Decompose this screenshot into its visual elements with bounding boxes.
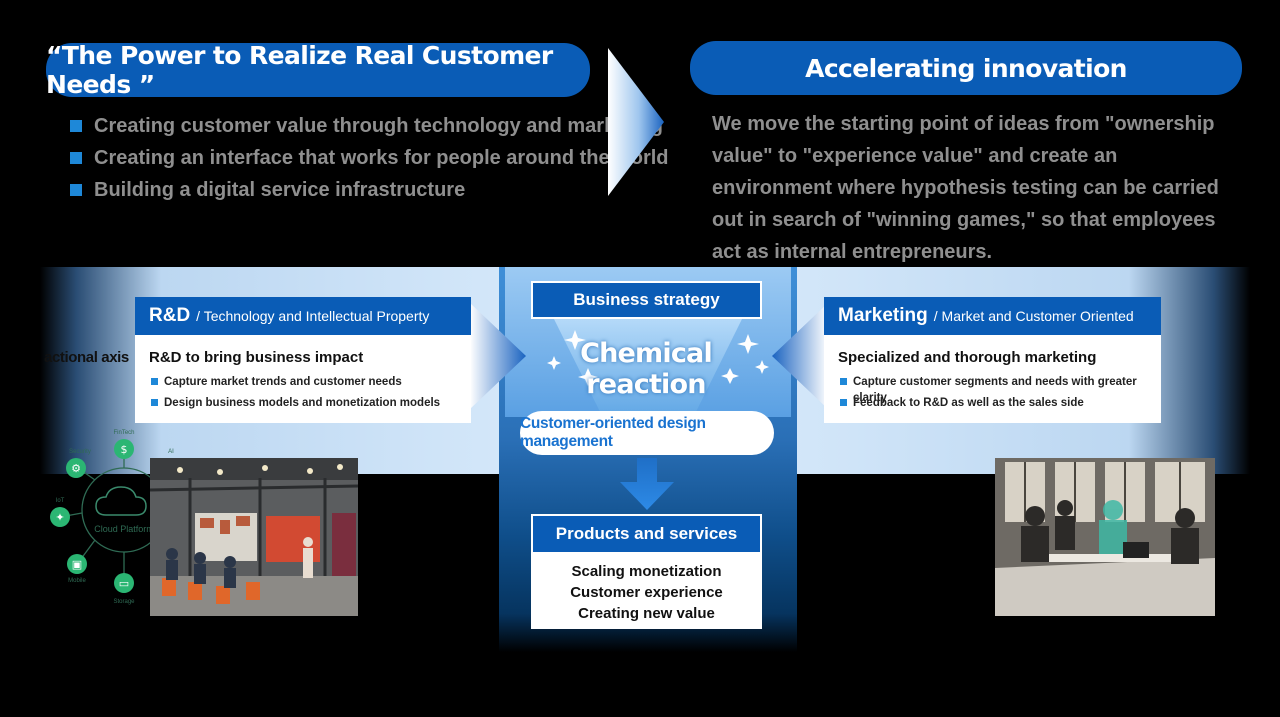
svg-text:▣: ▣ (72, 558, 82, 571)
rd-card-list: Capture market trends and customer needs… (135, 374, 471, 416)
bullet-text: Creating customer value through technolo… (94, 115, 663, 137)
innovation-paragraph: We move the starting point of ideas from… (712, 113, 1219, 263)
marketing-card-header: Marketing / Market and Customer Oriented (824, 297, 1161, 335)
presentation-room-photo (150, 458, 358, 616)
node-label: Mobile (68, 578, 86, 584)
node-label: Storage (113, 599, 135, 605)
node-label: AI (168, 449, 174, 455)
square-bullet-icon (70, 120, 82, 132)
square-bullet-icon (70, 152, 82, 164)
needs-bullet: Creating customer value through technolo… (70, 112, 669, 144)
rd-card-header: R&D / Technology and Intellectual Proper… (135, 297, 471, 335)
big-chevron-arrow-icon (608, 48, 664, 196)
list-item: Capture customer segments and needs with… (840, 374, 1161, 404)
list-item-text: Capture market trends and customer needs (164, 376, 402, 388)
list-item: Design business models and monetization … (151, 395, 471, 416)
chemical-reaction-label: Chemical reaction (580, 338, 713, 400)
mobile-node-icon (67, 554, 87, 574)
square-bullet-icon (840, 378, 847, 385)
innovation-title-pill: Accelerating innovation (690, 41, 1242, 95)
rd-head-subtitle: / Technology and Intellectual Property (196, 308, 430, 324)
needs-bullet: Building a digital service infrastructur… (70, 176, 669, 208)
fintech-node-icon (114, 439, 134, 459)
rd-head-title: R&D (149, 305, 191, 326)
design-management-label: Customer-oriented design management (520, 415, 706, 450)
marketing-card: Marketing / Market and Customer Oriented… (824, 297, 1161, 423)
list-item-text: Feedback to R&D as well as the sales sid… (853, 397, 1084, 409)
business-strategy-box: Business strategy (531, 281, 762, 319)
needs-bullet-list: Creating customer value through technolo… (70, 112, 669, 208)
list-item: Feedback to R&D as well as the sales sid… (840, 395, 1161, 416)
products-services-box: Products and services Scaling monetizati… (531, 514, 762, 629)
bullet-text: Building a digital service infrastructur… (94, 179, 466, 201)
marketing-head-title: Marketing (838, 305, 928, 326)
svg-text:✦: ✦ (55, 511, 64, 524)
marketing-head-subtitle: / Market and Customer Oriented (933, 308, 1134, 324)
design-management-pill: Customer-oriented design management (520, 411, 774, 455)
products-line: Customer experience (570, 584, 723, 601)
svg-text:$: $ (121, 443, 128, 456)
storage-node-icon (114, 573, 134, 593)
needs-title-pill: “The Power to Realize Real Customer Need… (46, 41, 590, 99)
node-label: IoT (56, 498, 65, 504)
funnel-shape (553, 317, 743, 442)
iot-node-icon (50, 507, 70, 527)
bullet-text: Creating an interface that works for peo… (94, 147, 669, 169)
square-bullet-icon (151, 399, 158, 406)
node-label: FinTech (113, 430, 134, 436)
business-strategy-label: Business strategy (573, 290, 720, 309)
products-line: Creating new value (578, 605, 715, 622)
square-bullet-icon (840, 399, 847, 406)
axis-label: actional axis (44, 349, 129, 366)
cloud-center-label: Cloud Platform (94, 524, 154, 534)
products-lines: Scaling monetization Customer experience… (531, 561, 762, 624)
meeting-photo (995, 458, 1215, 616)
products-title: Products and services (533, 516, 760, 552)
sparkle-icons (547, 330, 769, 386)
marketing-card-list: Capture customer segments and needs with… (824, 374, 1161, 416)
products-line: Scaling monetization (571, 563, 722, 580)
list-item: Capture market trends and customer needs (151, 374, 471, 395)
down-arrow-icon (620, 458, 674, 510)
right-chevron-arrow-icon (772, 303, 828, 409)
left-chevron-arrow-icon (470, 303, 526, 409)
gear-node-icon (66, 458, 86, 478)
square-bullet-icon (151, 378, 158, 385)
square-bullet-icon (70, 184, 82, 196)
needs-bullet: Creating an interface that works for peo… (70, 144, 669, 176)
svg-text:▭: ▭ (119, 577, 129, 590)
rd-card-title: R&D to bring business impact (149, 349, 364, 366)
needs-title: “The Power to Realize Real Customer Need… (46, 41, 553, 99)
innovation-title: Accelerating innovation (805, 53, 1127, 83)
marketing-card-title: Specialized and thorough marketing (838, 349, 1097, 366)
list-item-text: Design business models and monetization … (164, 397, 441, 409)
rd-card: R&D / Technology and Intellectual Proper… (135, 297, 471, 423)
list-item-text: Capture customer segments and needs with… (853, 376, 1137, 404)
svg-text:⚙: ⚙ (71, 462, 81, 475)
node-label: Security (69, 449, 91, 455)
